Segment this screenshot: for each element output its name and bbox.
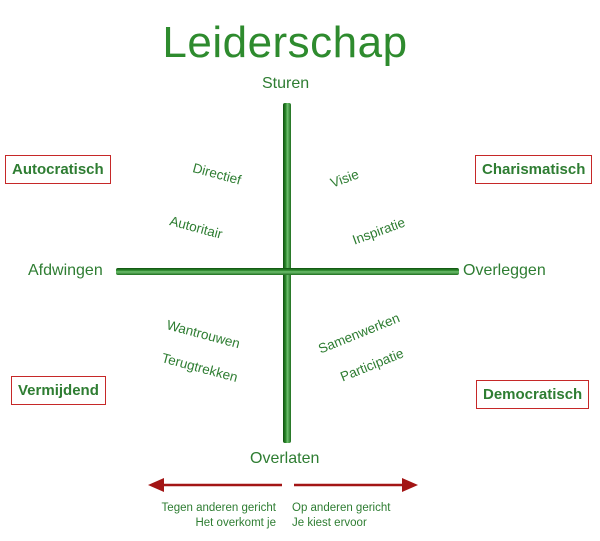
style-box-democratisch: Democratisch <box>476 380 590 409</box>
note-left-line-2: Het overkomt je <box>195 517 276 529</box>
axis-label-left: Afdwingen <box>28 262 103 279</box>
axis-label-top: Sturen <box>262 75 310 92</box>
axis-label-right: Overleggen <box>463 262 546 279</box>
arrow-right-icon <box>294 478 418 492</box>
style-box-vermijdend: Vermijdend <box>11 376 106 405</box>
bottom-arrows <box>148 478 418 492</box>
word-directief: Directief <box>191 160 243 188</box>
word-participatie: Participatie <box>338 345 406 385</box>
note-left: Tegen anderen gericht Het overkomt je <box>162 501 276 531</box>
note-left-line-1: Tegen anderen gericht <box>161 502 276 514</box>
arrow-left-icon <box>148 478 282 492</box>
word-terugtrekken: Terugtrekken <box>160 350 240 385</box>
note-right-line-2: Je kiest ervoor <box>292 517 367 529</box>
style-box-charismatisch: Charismatisch <box>475 155 593 184</box>
horizontal-axis <box>116 268 459 275</box>
word-inspiratie: Inspiratie <box>350 214 408 248</box>
word-autoritair: Autoritair <box>168 213 225 242</box>
word-visie: Visie <box>328 166 361 191</box>
axis-label-bottom: Overlaten <box>250 450 320 467</box>
style-box-autocratisch: Autocratisch <box>5 155 111 184</box>
note-right-line-1: Op anderen gericht <box>292 502 391 514</box>
note-right: Op anderen gericht Je kiest ervoor <box>292 501 390 531</box>
diagram-title: Leiderschap <box>162 18 408 67</box>
word-wantrouwen: Wantrouwen <box>165 317 242 352</box>
